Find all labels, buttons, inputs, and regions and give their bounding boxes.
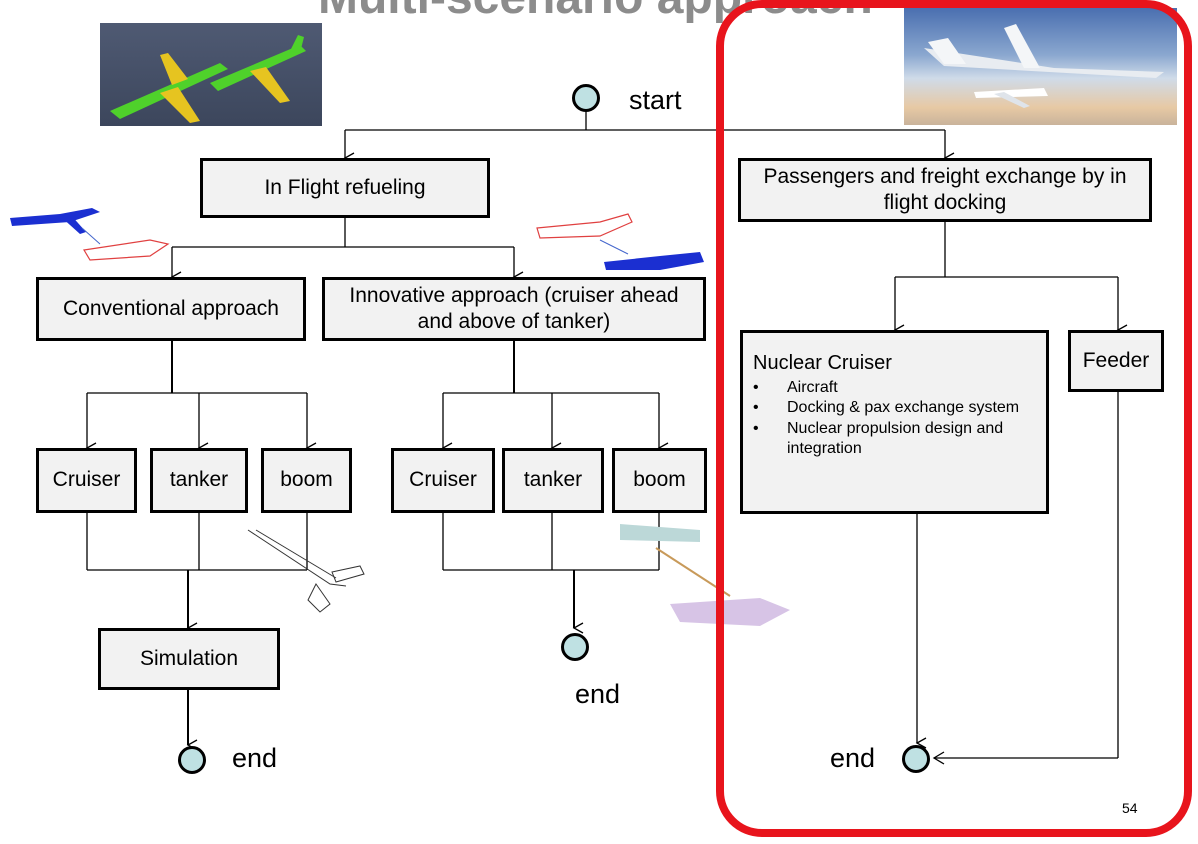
end-node-right [902, 745, 930, 773]
end-node-middle [561, 633, 589, 661]
in-flight-refueling-box: In Flight refueling [200, 158, 490, 218]
highlight-frame [716, 0, 1192, 837]
bullet-item: Docking & pax exchange system [753, 398, 1036, 419]
feeder-box: Feeder [1068, 330, 1164, 392]
boom-drawing-icon [247, 524, 790, 626]
conventional-approach-box: Conventional approach [36, 277, 306, 341]
end-label-middle: end [575, 679, 621, 709]
start-node [572, 84, 600, 112]
end-node-left [178, 746, 206, 774]
middle-boom-box: boom [612, 448, 707, 513]
nuclear-cruiser-title: Nuclear Cruiser [753, 352, 892, 374]
left-tanker-box: tanker [150, 448, 248, 513]
end-label-left: end [232, 743, 278, 773]
nuclear-cruiser-bullets: Aircraft Docking & pax exchange system N… [753, 378, 1036, 460]
docking-aircraft-photo-icon [904, 8, 1177, 125]
end-label-right: end [830, 743, 876, 773]
nuclear-cruiser-box: Nuclear Cruiser Aircraft Docking & pax e… [740, 330, 1049, 514]
aircraft-render-icon [100, 23, 322, 126]
innovative-approach-box: Innovative approach (cruiser ahead and a… [322, 277, 706, 341]
simulation-box: Simulation [98, 628, 280, 690]
refueling-sketch-icon [10, 208, 704, 270]
page-number: 54 [1122, 800, 1138, 816]
middle-cruiser-box: Cruiser [391, 448, 495, 513]
start-label: start [629, 85, 682, 115]
left-boom-box: boom [261, 448, 352, 513]
bullet-item: Nuclear propulsion design and integratio… [753, 419, 1036, 460]
left-cruiser-box: Cruiser [36, 448, 137, 513]
bullet-item: Aircraft [753, 378, 1036, 399]
middle-tanker-box: tanker [502, 448, 604, 513]
passengers-freight-box: Passengers and freight exchange by in fl… [738, 158, 1152, 222]
